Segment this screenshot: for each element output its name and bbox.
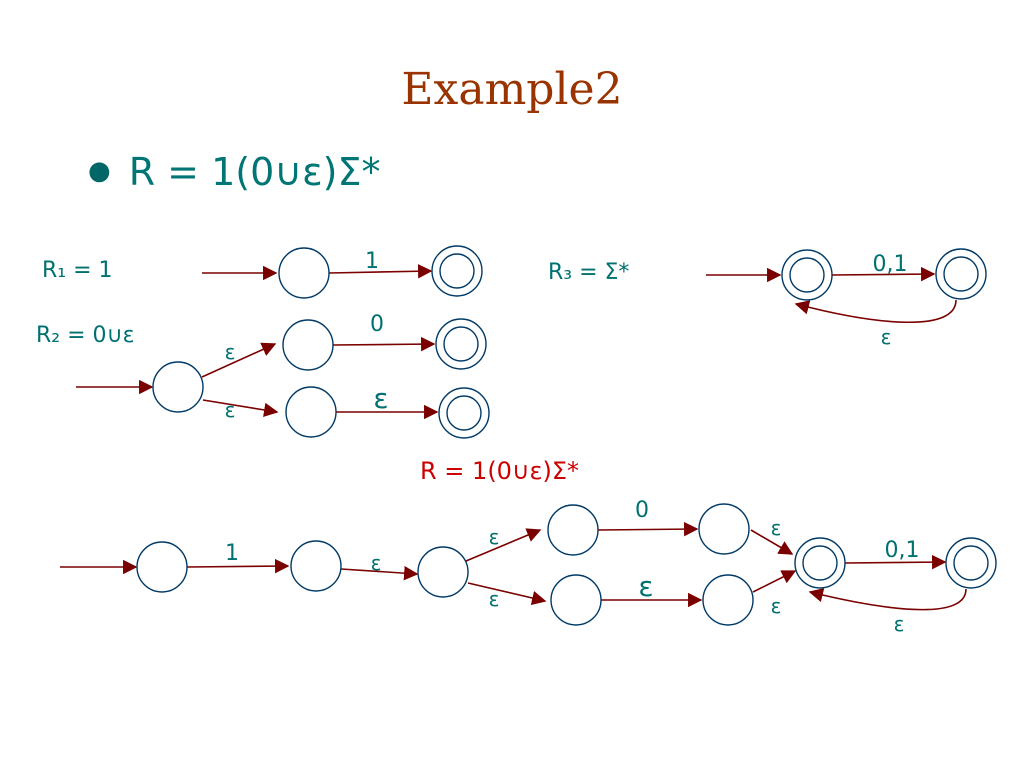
r2-state-upper (282, 319, 334, 371)
r2-edge-label-0: 0 (370, 312, 384, 337)
combined-edge-label-eps-back: ε (894, 612, 905, 636)
bullet-icon: ● (88, 156, 111, 186)
r3-edge-label-eps: ε (881, 325, 892, 349)
combined-state-q2 (417, 546, 469, 598)
r2-state-start (152, 361, 204, 413)
r3-state-start-inner (789, 257, 825, 293)
r2-edge-0 (332, 336, 436, 352)
combined-state-q0 (136, 541, 188, 593)
combined-state-q1 (290, 540, 342, 592)
combined-edge-eps-merge-down (752, 570, 797, 593)
combined-state-q4 (698, 503, 750, 555)
combined-edge-label-1: 1 (225, 541, 239, 566)
r2-state-accept-upper-inner (443, 326, 479, 362)
r3-edge-eps-back (794, 299, 957, 324)
r3-edge-01 (831, 266, 936, 282)
combined-edge-label-eps-up: ε (489, 525, 500, 549)
r2-edge-label-eps: ε (373, 382, 388, 415)
combined-edge-eps-up (465, 528, 542, 562)
combined-label: R = 1(0∪ε)Σ* (420, 457, 579, 485)
r2-edge-eps-up (201, 342, 277, 378)
combined-edge-label-eps-down: ε (489, 587, 500, 611)
combined-edge-label-eps-mid: ε (638, 570, 653, 603)
r3-label: R₃ = Σ* (548, 260, 629, 285)
r1-state-accept-inner (439, 253, 475, 289)
r2-edge-eps-down (202, 399, 279, 418)
r2-state-lower (285, 386, 337, 438)
combined-edge-label-eps-merge-up: ε (771, 516, 782, 540)
combined-state-q6 (702, 574, 754, 626)
r2-edge-label-eps-down: ε (225, 398, 236, 422)
slide-title: Example2 (401, 64, 623, 115)
combined-edge-label-eps-merge-down: ε (771, 594, 782, 618)
combined-edge-eps-1 (340, 565, 419, 581)
r1-label: R₁ = 1 (42, 258, 113, 283)
r3-state-accept-inner (943, 256, 979, 292)
combined-edge-eps-merge-up (750, 529, 794, 555)
combined-state-q7-inner (802, 545, 838, 581)
combined-state-q8-inner (953, 545, 989, 581)
r2-state-accept-lower-inner (446, 395, 482, 431)
combined-state-q3 (547, 504, 599, 556)
combined-edge-eps-back (808, 588, 967, 611)
r2-label: R₂ = 0∪ε (36, 323, 135, 348)
r1-state-start (278, 247, 330, 299)
combined-edge-label-0: 0 (635, 498, 649, 523)
combined-edge-eps-down (467, 582, 547, 606)
bullet-item: ● R = 1(0∪ε)Σ* (88, 150, 380, 194)
r3-edge-label-01: 0,1 (873, 252, 908, 277)
combined-edge-01 (844, 554, 947, 570)
combined-edge-label-eps-1: ε (371, 551, 382, 575)
r1-edge-label-1: 1 (365, 249, 379, 274)
bullet-text: R = 1(0∪ε)Σ* (128, 150, 381, 194)
combined-state-q5 (550, 574, 602, 626)
combined-edge-label-01: 0,1 (885, 538, 920, 563)
r2-edge-label-eps-up: ε (225, 340, 236, 364)
combined-edge-0 (597, 521, 699, 537)
combined-edge-1 (186, 558, 290, 574)
r1-edge-1 (328, 264, 433, 279)
